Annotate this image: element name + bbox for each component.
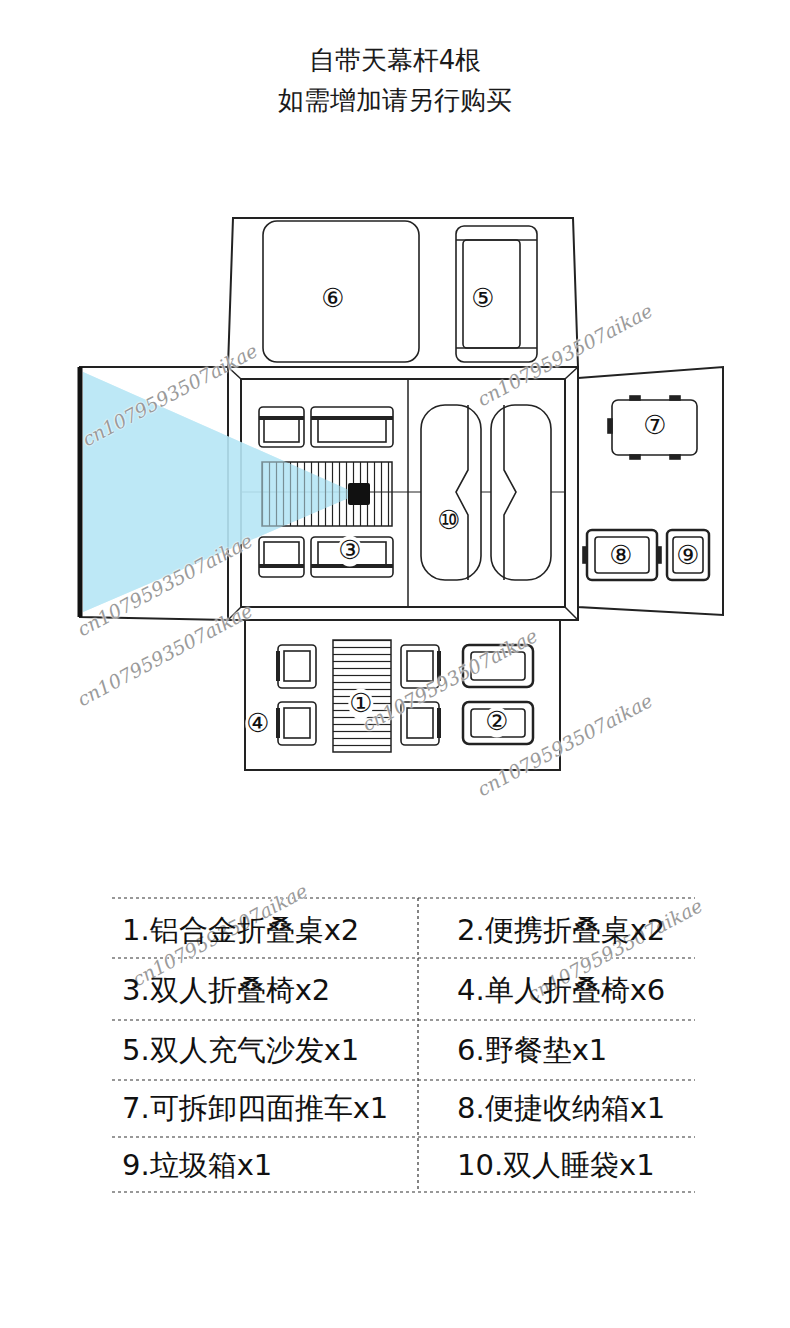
callout-number: ④ [245,708,270,739]
callout-number: ③ [337,535,362,566]
callout-number: ⑩ [436,505,461,536]
single-chair [278,645,316,688]
table-cell: 8.便捷收纳箱x1 [457,1091,665,1126]
trash-bin [667,530,709,580]
portable-table [463,702,533,744]
bottom-flap [245,620,560,770]
picnic-mat [263,221,419,362]
sleeping-bag [421,405,481,580]
table-cell: 10.双人睡袋x1 [457,1148,655,1183]
right-flap [578,367,723,615]
table-cell: 3.双人折叠椅x2 [122,973,330,1008]
single-chair [259,407,304,447]
double-chair [311,407,393,447]
top-flap [228,218,578,367]
table-cell: 9.垃圾箱x1 [122,1148,272,1183]
table-cell: 4.单人折叠椅x6 [457,973,665,1008]
callout-number: ⑨ [675,540,700,571]
table-cell: 5.双人充气沙发x1 [122,1033,359,1068]
sleeping-bag [491,405,551,580]
callout-number: ⑧ [608,540,633,571]
inflatable-sofa [456,226,537,362]
storage-box [583,530,661,580]
aluminium-table [333,640,391,752]
single-chair [259,537,304,577]
table-cell: 1.铝合金折叠桌x2 [122,913,359,948]
callout-number: ⑦ [642,410,667,441]
cart [608,396,697,459]
table-cell: 6.野餐垫x1 [457,1033,607,1068]
table-grid [112,898,695,1192]
table-cell: 2.便携折叠桌x2 [457,913,665,948]
table-cell: 7.可拆卸四面推车x1 [122,1091,388,1126]
projector [348,483,370,505]
callout-number: ② [484,706,509,737]
screen [78,367,83,617]
callout-number: ⑥ [320,283,345,314]
tent-divider [407,379,409,607]
title: 自带天幕杆4根 如需增加请另行购买 [265,40,525,120]
single-chair [278,702,316,745]
callout-number: ⑤ [470,283,495,314]
